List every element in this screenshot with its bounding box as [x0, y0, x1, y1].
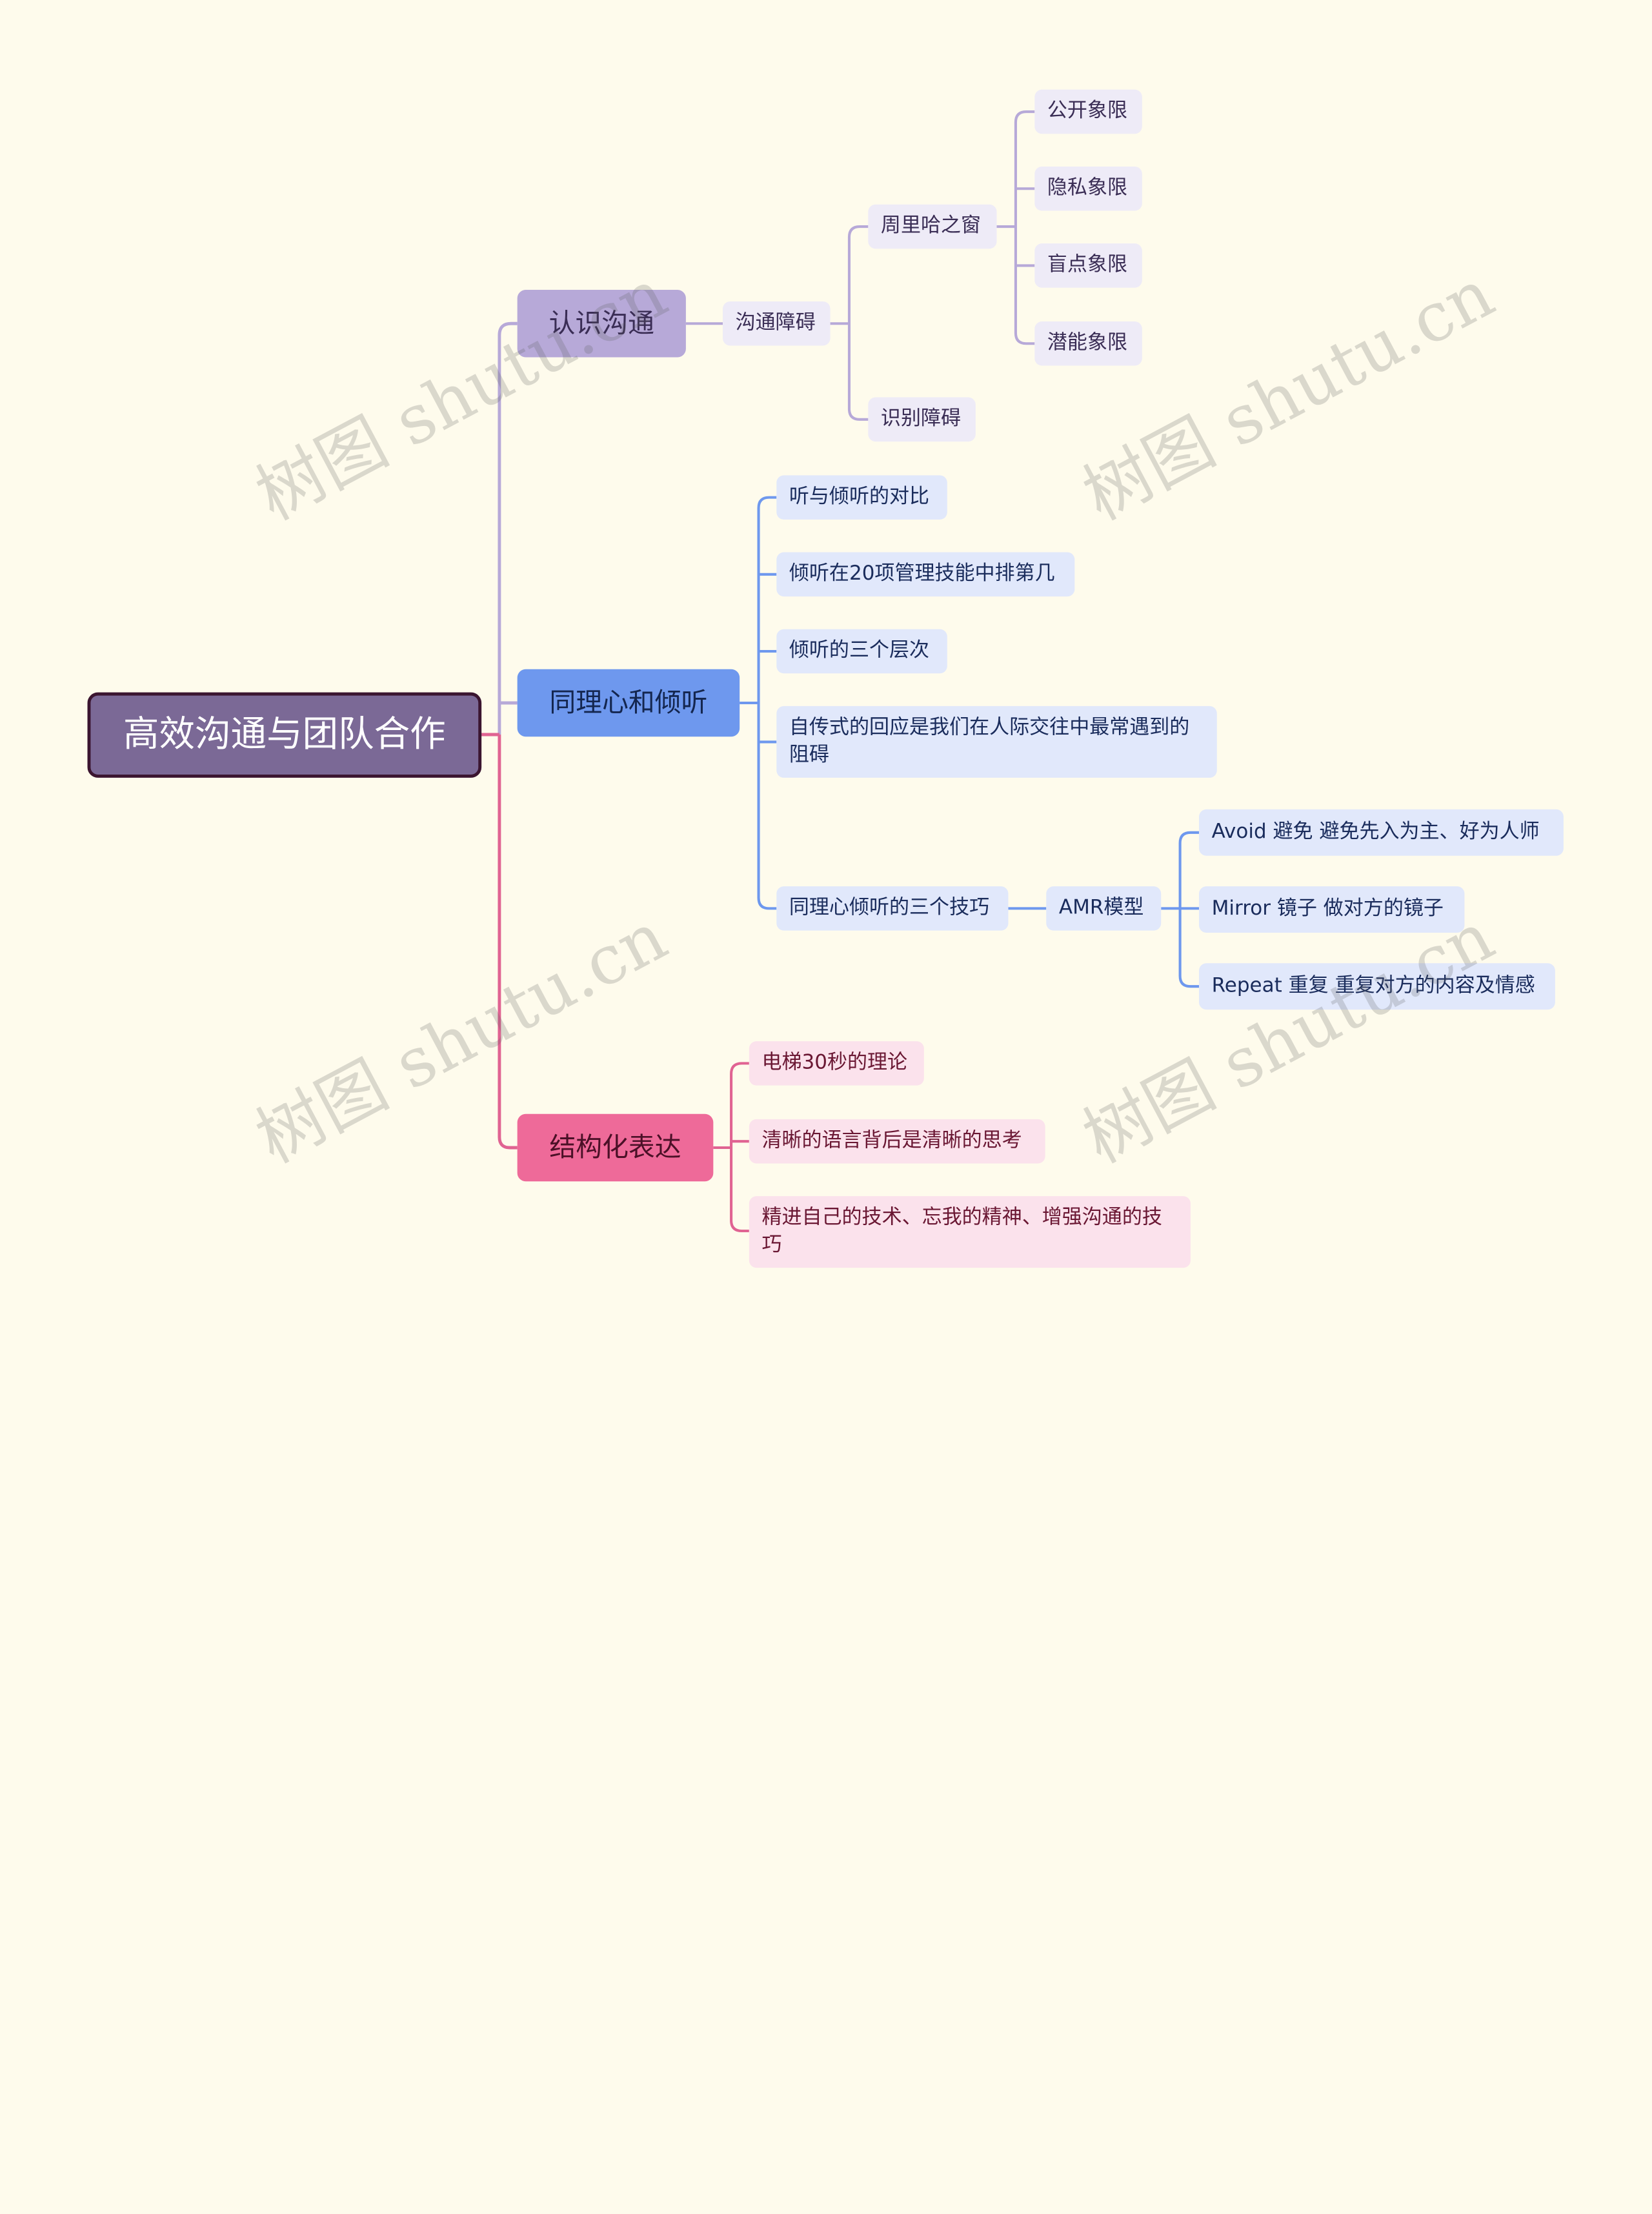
node-johari-item[interactable]: 隐私象限 — [1034, 166, 1142, 211]
node-johari-window[interactable]: 周里哈之窗 — [868, 204, 997, 249]
connector-root-trunk — [481, 321, 518, 736]
branch-communication-awareness[interactable]: 认识沟通 — [517, 289, 686, 358]
node-amr-model[interactable]: AMR模型 — [1046, 886, 1162, 931]
node-empathy-skills[interactable]: 同理心倾听的三个技巧 — [776, 886, 1009, 931]
connector-b1 — [685, 110, 1035, 421]
node-johari-item[interactable]: 潜能象限 — [1034, 321, 1142, 366]
node-expression-item[interactable]: 电梯30秒的理论 — [749, 1041, 924, 1086]
connector-b2 — [740, 496, 1200, 988]
branch-empathy-listening[interactable]: 同理心和倾听 — [517, 669, 740, 737]
connector-b3 — [713, 1062, 749, 1233]
connector-lines — [481, 110, 1200, 1233]
node-identify-barrier[interactable]: 识别障碍 — [868, 397, 976, 442]
branch-structured-expression[interactable]: 结构化表达 — [517, 1113, 714, 1182]
connector-root-pink — [498, 734, 518, 1150]
node-johari-item[interactable]: 盲点象限 — [1034, 243, 1142, 288]
node-listening-item[interactable]: 听与倾听的对比 — [776, 475, 947, 520]
root-node[interactable]: 高效沟通与团队合作 — [87, 692, 482, 778]
node-listening-item[interactable]: 倾听在20项管理技能中排第几 — [776, 552, 1075, 597]
node-expression-item[interactable]: 精进自己的技术、忘我的精神、增强沟通的技巧 — [749, 1196, 1191, 1268]
node-amr-item[interactable]: Repeat 重复 重复对方的内容及情感 — [1199, 963, 1555, 1010]
node-listening-item[interactable]: 倾听的三个层次 — [776, 629, 947, 674]
node-amr-item[interactable]: Mirror 镜子 做对方的镜子 — [1199, 886, 1465, 933]
node-johari-item[interactable]: 公开象限 — [1034, 89, 1142, 134]
node-communication-barrier[interactable]: 沟通障碍 — [723, 301, 831, 346]
node-amr-item[interactable]: Avoid 避免 避免先入为主、好为人师 — [1199, 809, 1564, 856]
node-expression-item[interactable]: 清晰的语言背后是清晰的思考 — [749, 1119, 1045, 1164]
node-listening-item[interactable]: 自传式的回应是我们在人际交往中最常遇到的阻碍 — [776, 706, 1217, 778]
